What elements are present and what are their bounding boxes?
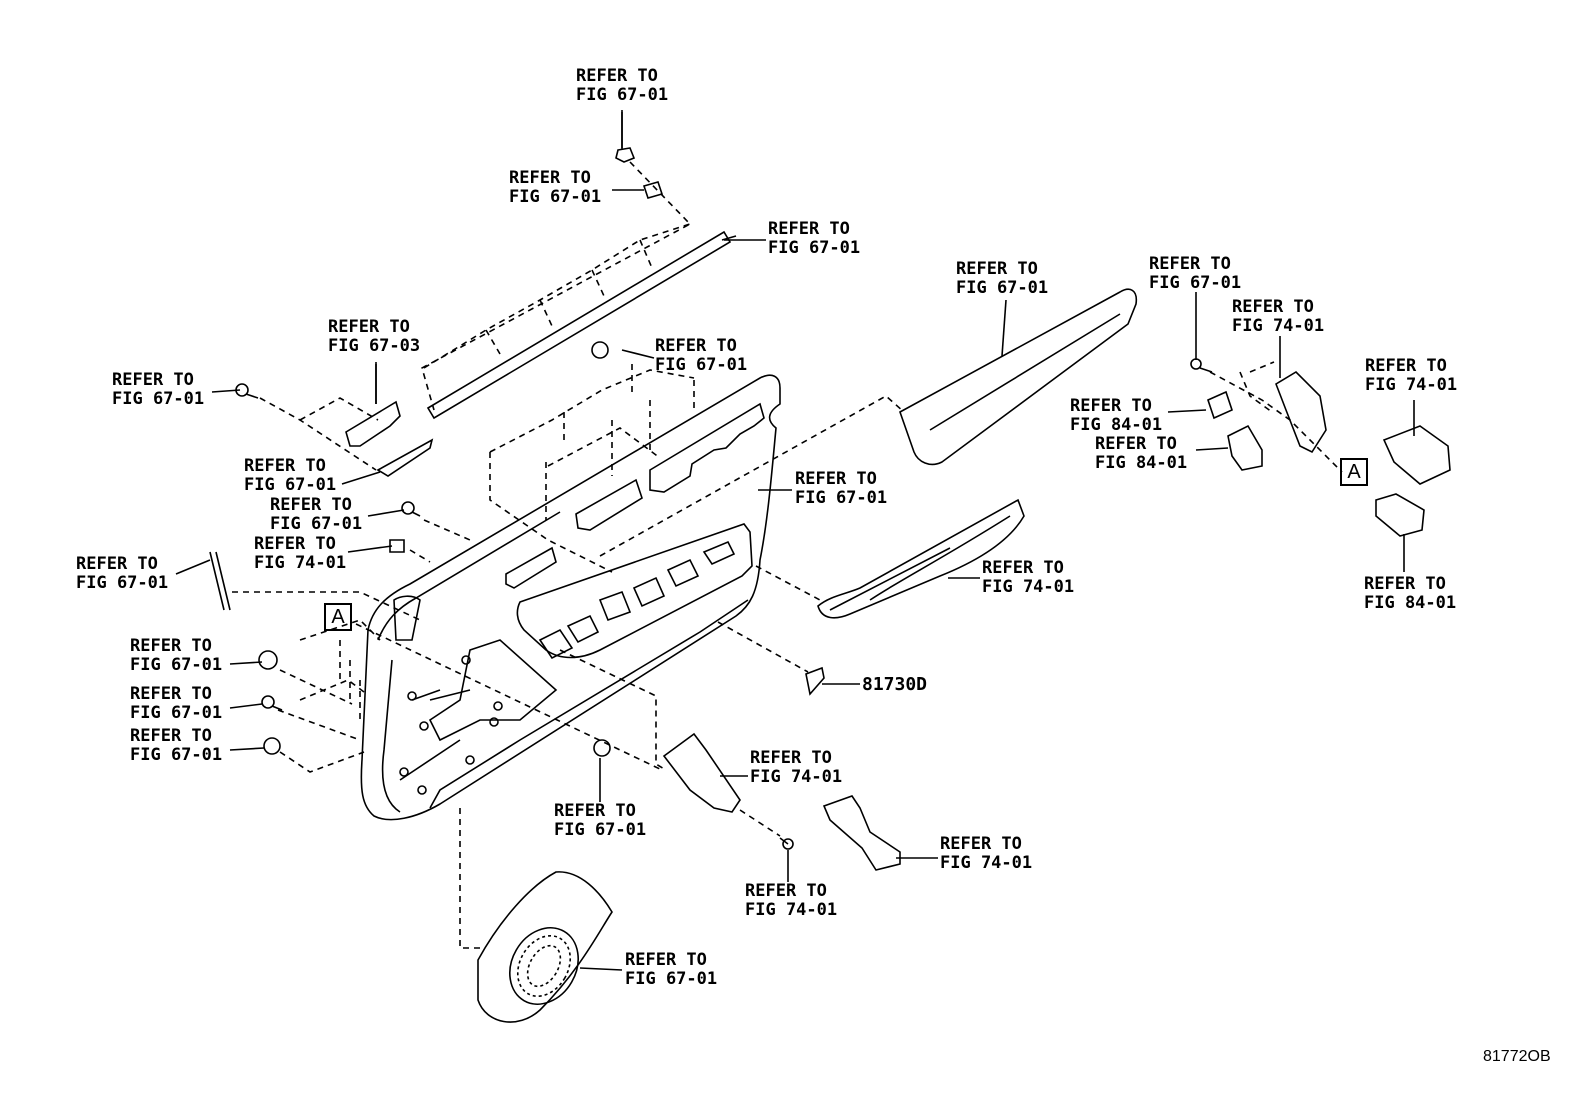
refer-line1: REFER TO [328,317,410,337]
refer-line2: FIG 67-01 [509,187,602,207]
refer-line2: FIG 84-01 [1364,593,1457,613]
refer-line2: FIG 67-01 [130,745,223,765]
speaker-grille [478,872,612,1022]
refer-line2: FIG 74-01 [1365,375,1458,395]
refer-line2: FIG 74-01 [982,577,1075,597]
refer-line1: REFER TO [1232,297,1314,317]
refer-line1: REFER TO [750,748,832,768]
refer-line1: REFER TO [625,950,707,970]
refer-line2: FIG 67-01 [76,573,169,593]
refer-line2: FIG 67-01 [625,969,718,989]
refer-line2: FIG 84-01 [1070,415,1163,435]
refer-line2: FIG 74-01 [940,853,1033,873]
refer-line1: REFER TO [1149,254,1231,274]
refer-line1: REFER TO [254,534,336,554]
refer-line1: REFER TO [554,801,636,821]
drawing-code: 81772OB [1483,1048,1551,1065]
refer-line2: FIG 84-01 [1095,453,1188,473]
leader-lines [176,110,1414,970]
refer-line1: REFER TO [1365,356,1447,376]
assembly-lines [232,162,1342,948]
refer-line2: FIG 67-01 [130,655,223,675]
top-clip [616,112,662,198]
refer-line1: REFER TO [982,558,1064,578]
refer-line2: FIG 67-01 [244,475,337,495]
refer-line2: FIG 67-01 [270,514,363,534]
refer-line2: FIG 67-01 [956,278,1049,298]
refer-line2: FIG 67-01 [112,389,205,409]
refer-line2: FIG 74-01 [745,900,838,920]
refer-line1: REFER TO [130,726,212,746]
refer-line2: FIG 74-01 [1232,316,1325,336]
right-side-parts [1208,372,1450,536]
refer-line1: REFER TO [768,219,850,239]
refer-line2: FIG 74-01 [750,767,843,787]
inside-handle-bracket [346,364,432,476]
refer-line1: REFER TO [940,834,1022,854]
upper-garnish [900,289,1136,464]
refer-line1: REFER TO [655,336,737,356]
refer-line2: FIG 74-01 [254,553,347,573]
refer-line2: FIG 67-01 [795,488,888,508]
fasteners [210,342,1212,849]
armrest-ornament [818,500,1024,618]
refer-line2: FIG 67-01 [576,85,669,105]
refer-line1: REFER TO [244,456,326,476]
refer-line1: REFER TO [576,66,658,86]
refer-line1: REFER TO [270,495,352,515]
part-number-label: 81730D [862,674,928,695]
door-trim-panel [361,375,780,819]
refer-line1: REFER TO [1364,574,1446,594]
refer-line2: FIG 67-01 [130,703,223,723]
callout-a-right: A [1340,458,1368,486]
refer-line2: FIG 67-01 [554,820,647,840]
refer-line1: REFER TO [509,168,591,188]
refer-line1: REFER TO [76,554,158,574]
refer-line1: REFER TO [795,469,877,489]
refer-line2: FIG 67-03 [328,336,421,356]
refer-line2: FIG 67-01 [768,238,861,258]
refer-line1: REFER TO [745,881,827,901]
refer-line1: REFER TO [1070,396,1152,416]
refer-line1: REFER TO [956,259,1038,279]
refer-line2: FIG 67-01 [655,355,748,375]
callout-a-left: A [324,603,352,631]
refer-line1: REFER TO [1095,434,1177,454]
belt-moulding [428,232,736,418]
refer-line1: REFER TO [112,370,194,390]
refer-line1: REFER TO [130,684,212,704]
refer-line1: REFER TO [130,636,212,656]
refer-line2: FIG 67-01 [1149,273,1242,293]
